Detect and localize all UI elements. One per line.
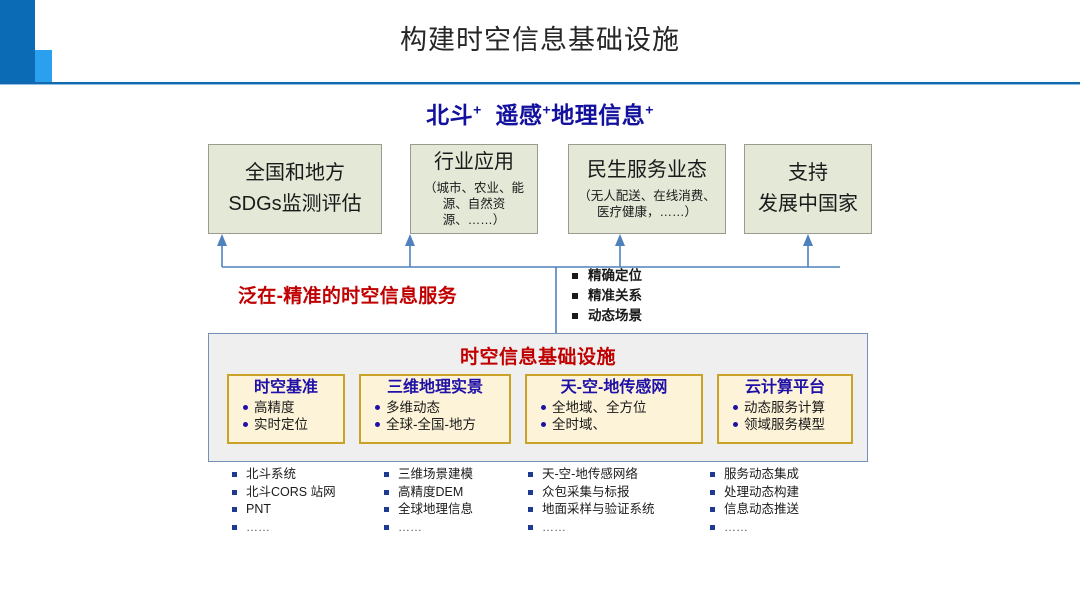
application-box-title: 全国和地方: [245, 162, 345, 184]
list-item-ellipsis: ……: [384, 519, 473, 537]
list-item: 高精度DEM: [384, 484, 473, 502]
application-box-detail: （城市、农业、能源、自然资源、……）: [423, 180, 524, 228]
application-box-livelihood-services[interactable]: 民生服务业态 （无人配送、在线消费、医疗健康，……）: [568, 144, 726, 234]
infra-box-3d-geo-reality[interactable]: 三维地理实景 多维动态 全球-全国-地方: [359, 374, 511, 444]
list-item: 众包采集与标报: [528, 484, 655, 502]
list-item: 北斗系统: [232, 466, 336, 484]
list-item: 实时定位: [243, 416, 343, 433]
infra-box-title: 三维地理实景: [386, 379, 483, 396]
subtitle-sup-1: +: [473, 101, 482, 118]
list-item: 高精度: [243, 399, 343, 416]
infra-box-spatiotemporal-datum[interactable]: 时空基准 高精度 实时定位: [227, 374, 345, 444]
application-box-detail: （无人配送、在线消费、医疗健康，……）: [578, 188, 716, 219]
application-box-industry[interactable]: 行业应用 （城市、农业、能源、自然资源、……）: [410, 144, 538, 234]
list-item: 动态场景: [572, 306, 642, 326]
service-capability-list: 精确定位 精准关系 动态场景: [572, 266, 642, 326]
list-item: 全球地理信息: [384, 501, 473, 519]
list-item: 信息动态推送: [710, 501, 799, 519]
application-box-title: 行业应用: [434, 150, 514, 173]
application-box-title: 支持: [788, 162, 828, 184]
infrastructure-panel: 时空信息基础设施 时空基准 高精度 实时定位 三维地理实景 多维动态 全球-全国…: [208, 333, 868, 462]
page-title: 构建时空信息基础设施: [400, 25, 680, 55]
application-box-title: 民生服务业态: [587, 158, 707, 181]
subtitle-sup-3: +: [645, 101, 654, 118]
list-item-ellipsis: ……: [528, 519, 655, 537]
detail-column-cloud: 服务动态集成 处理动态构建 信息动态推送 ……: [710, 466, 799, 536]
list-item: 服务动态集成: [710, 466, 799, 484]
header-divider-line: [0, 82, 1080, 84]
application-box-support-developing-countries[interactable]: 支持 发展中国家: [744, 144, 872, 234]
list-item: 三维场景建模: [384, 466, 473, 484]
list-item-ellipsis: ……: [710, 519, 799, 537]
list-item: 处理动态构建: [710, 484, 799, 502]
application-box-subtitle-large: 发展中国家: [758, 193, 858, 215]
application-boxes-row: 全国和地方 SDGs监测评估 行业应用 （城市、农业、能源、自然资源、……） 民…: [208, 144, 872, 236]
detail-column-sensor-network: 天-空-地传感网络 众包采集与标报 地面采样与验证系统 ……: [528, 466, 655, 536]
application-box-national-local[interactable]: 全国和地方 SDGs监测评估: [208, 144, 382, 234]
subtitle-part-geoinfo: 地理信息: [551, 102, 646, 128]
list-item: 全地域、全方位: [541, 399, 701, 416]
infra-box-cloud-computing-platform[interactable]: 云计算平台 动态服务计算 领域服务模型: [717, 374, 853, 444]
list-item: 精准关系: [572, 286, 642, 306]
list-item: 全时域、: [541, 416, 701, 433]
list-item: 多维动态: [375, 399, 509, 416]
list-item: 地面采样与验证系统: [528, 501, 655, 519]
list-item: 北斗CORS 站网: [232, 484, 336, 502]
subtitle-part-beidou: 北斗: [426, 102, 474, 128]
header-accent-bar-dark: [0, 0, 35, 82]
list-item: 天-空-地传感网络: [528, 466, 655, 484]
application-box-subtitle-large: SDGs监测评估: [228, 193, 362, 215]
infrastructure-panel-title: 时空信息基础设施: [459, 347, 616, 368]
list-item: 动态服务计算: [733, 399, 851, 416]
infra-box-title: 天-空-地传感网: [560, 379, 668, 396]
detail-column-datum: 北斗系统 北斗CORS 站网 PNT ……: [232, 466, 336, 536]
service-label: 泛在-精准的时空信息服务: [238, 286, 457, 307]
list-item: 精确定位: [572, 266, 642, 286]
infra-box-sky-air-ground-sensor-network[interactable]: 天-空-地传感网 全地域、全方位 全时域、: [525, 374, 703, 444]
component-detail-columns: 北斗系统 北斗CORS 站网 PNT …… 三维场景建模 高精度DEM 全球地理…: [232, 466, 872, 546]
infra-box-title: 云计算平台: [744, 379, 825, 396]
subtitle-part-remote-sensing: 遥感: [495, 102, 543, 128]
subtitle-sup-2: +: [542, 101, 552, 118]
subtitle: 北斗+ 遥感+地理信息+: [0, 96, 1080, 130]
list-item: 领域服务模型: [733, 416, 851, 433]
header-divider-line-secondary: [0, 84, 1080, 85]
list-item: 全球-全国-地方: [375, 416, 509, 433]
infra-box-title: 时空基准: [253, 379, 318, 396]
list-item-ellipsis: ……: [232, 519, 336, 537]
header-accent-bar-light: [35, 50, 52, 82]
list-item: PNT: [232, 501, 336, 519]
detail-column-3d-geo: 三维场景建模 高精度DEM 全球地理信息 ……: [384, 466, 473, 536]
slide-header: 构建时空信息基础设施: [0, 0, 1080, 85]
